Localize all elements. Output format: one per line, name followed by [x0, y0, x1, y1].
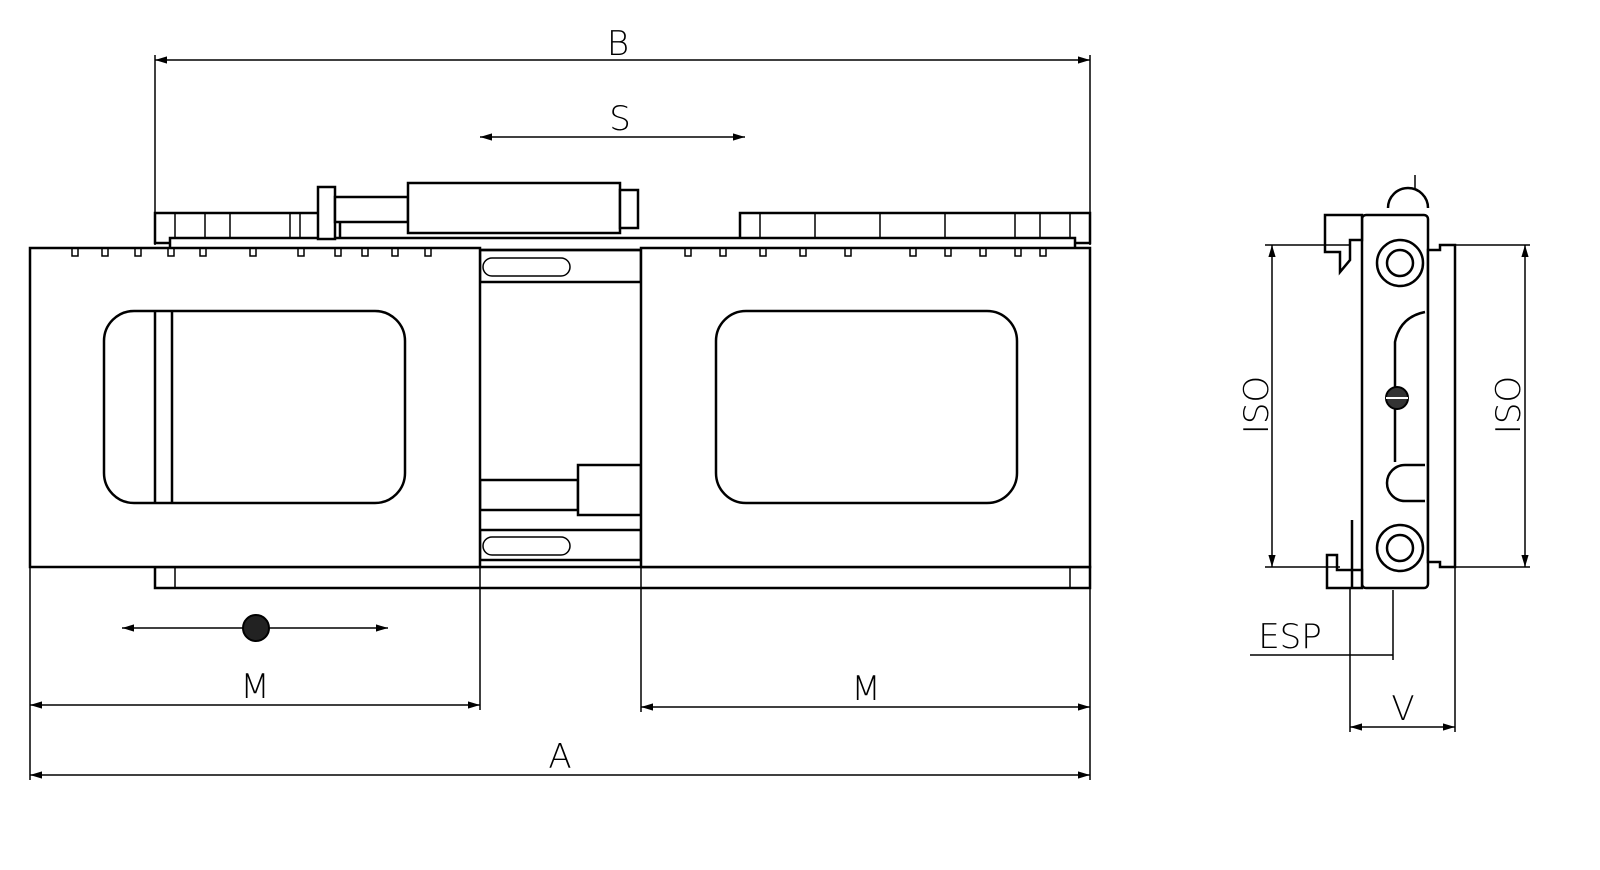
dimension-m-right: M	[640, 567, 1091, 780]
dimension-m-left: M	[29, 567, 481, 780]
label-m-left: M	[240, 667, 269, 707]
sideshift-indicator	[122, 614, 388, 642]
dimension-iso-right: ISO	[1455, 244, 1530, 568]
label-iso-left: ISO	[1237, 376, 1277, 434]
dimension-iso-left: ISO	[1237, 244, 1350, 568]
right-fork-plate	[639, 246, 1092, 569]
center-slide	[478, 248, 643, 562]
dimension-s: S	[480, 99, 745, 141]
dimension-a: A	[30, 737, 1090, 779]
bottom-bar	[153, 565, 1092, 590]
label-b: B	[607, 24, 629, 64]
label-m-right: M	[851, 669, 880, 709]
label-s: S	[609, 99, 631, 139]
front-view: B S	[28, 24, 1092, 780]
side-view: ISO ISO ESP V	[1237, 175, 1530, 732]
label-a: A	[548, 737, 571, 777]
top-carriage	[153, 181, 1092, 252]
dimension-v: V	[1350, 567, 1456, 732]
left-fork-plate	[28, 246, 482, 569]
dimension-esp: ESP	[1250, 588, 1394, 732]
label-v: V	[1391, 689, 1414, 729]
label-esp: ESP	[1258, 617, 1322, 657]
label-iso-right: ISO	[1489, 376, 1529, 434]
